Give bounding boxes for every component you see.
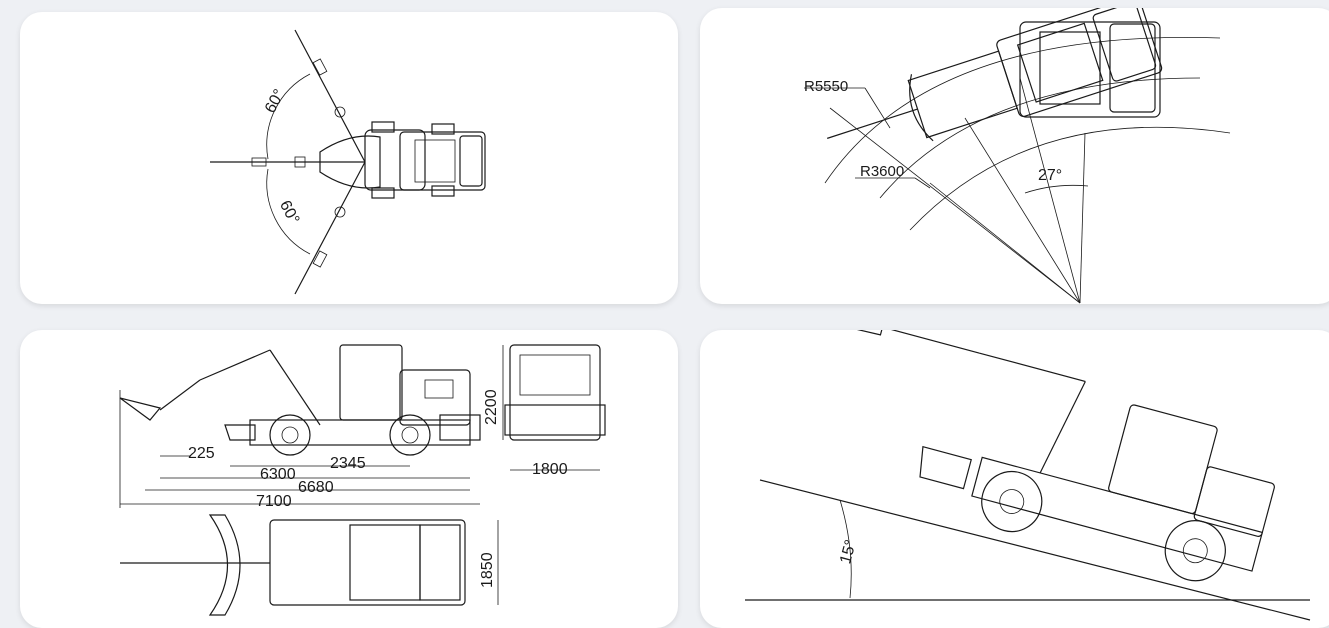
length-a-label: 6300 bbox=[260, 466, 296, 483]
width-top-label: 1850 bbox=[479, 552, 496, 588]
wheelbase-label: 2345 bbox=[330, 455, 366, 472]
swing-angle-drawing: 60° 60° bbox=[210, 29, 486, 295]
steer-angle-label: 27° bbox=[1038, 167, 1062, 184]
dimensions-drawing: 225 2345 6300 6680 7100 2200 1800 1850 bbox=[119, 344, 606, 616]
inner-radius-label: R3600 bbox=[860, 163, 904, 180]
slope-panel: 15° bbox=[700, 330, 1329, 628]
height-label: 2200 bbox=[483, 389, 500, 425]
slope-drawing: 15° bbox=[745, 330, 1311, 621]
outer-radius-label: R5550 bbox=[804, 78, 848, 95]
dimensions-panel: 225 2345 6300 6680 7100 2200 1800 1850 bbox=[20, 330, 678, 628]
width-front-label: 1800 bbox=[532, 461, 568, 478]
overhang-label: 225 bbox=[188, 445, 215, 462]
grade-angle-label: 15° bbox=[837, 538, 860, 566]
upper-angle-label: 60° bbox=[262, 87, 288, 116]
swing-angle-panel: 60° 60° bbox=[20, 12, 678, 304]
turning-radius-panel: R5550 R3600 27° bbox=[700, 8, 1329, 304]
length-b-label: 6680 bbox=[298, 479, 334, 496]
lower-angle-label: 60° bbox=[276, 198, 302, 227]
length-total-label: 7100 bbox=[256, 493, 292, 510]
turning-radius-drawing: R5550 R3600 27° bbox=[804, 8, 1231, 304]
